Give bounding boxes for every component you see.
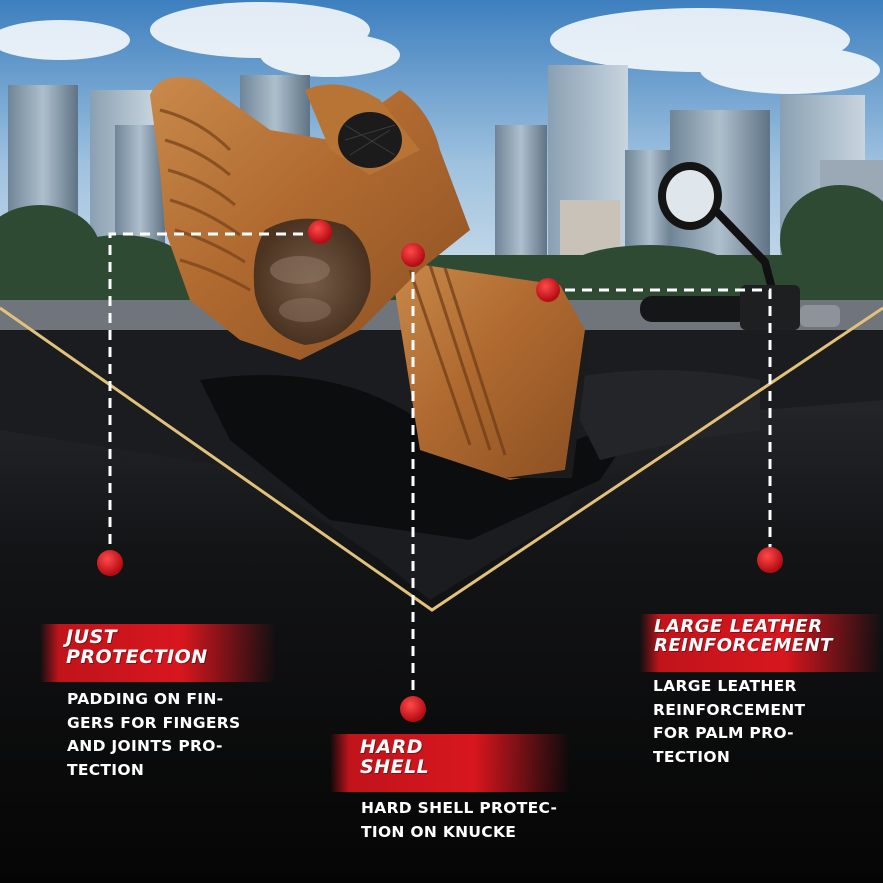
large-leather-title-banner: LARGE LEATHER REINFORCEMENT: [640, 614, 882, 672]
just-protection-description: PADDING ON FIN- GERS FOR FINGERS AND JOI…: [67, 690, 241, 779]
large-leather-title-line1: LARGE LEATHER: [654, 616, 823, 637]
hard-shell-title-line1: HARD: [360, 736, 424, 758]
just-protection-title-line1: JUST: [66, 626, 118, 648]
hard-shell-description: HARD SHELL PROTEC- TION ON KNUCKE: [361, 799, 558, 841]
hard-shell-title-banner: HARD SHELL: [330, 734, 570, 792]
large-leather-title-line2: REINFORCEMENT: [654, 634, 833, 656]
large-leather-description: LARGE LEATHER REINFORCEMENT FOR PALM PRO…: [653, 677, 806, 766]
hard-shell-title-line2: SHELL: [360, 755, 430, 778]
just-protection-title-banner: JUST PROTECTION: [40, 624, 276, 682]
just-protection-title-line2: PROTECTION: [66, 645, 208, 668]
